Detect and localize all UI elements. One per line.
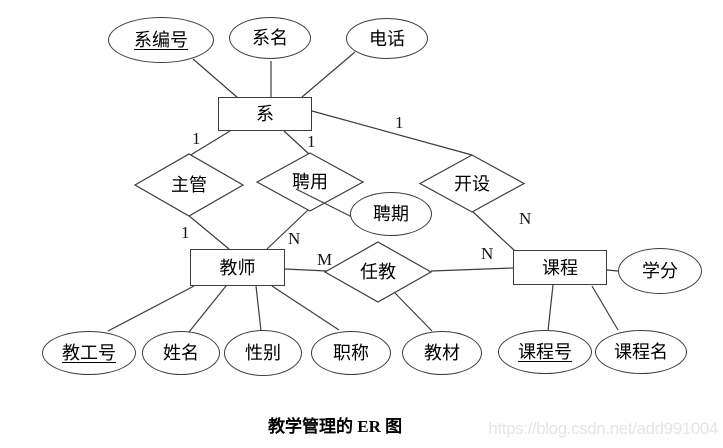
cardinality-label: N <box>481 244 494 263</box>
connector-line-teacher-name <box>188 285 227 333</box>
attribute-hire-period: 聘期 <box>350 192 432 236</box>
entity-teacher: 教师 <box>190 249 285 286</box>
attribute-course-id: 课程号 <box>498 330 592 374</box>
attribute-teacher-id: 教工号 <box>42 331 136 375</box>
connector-line-dept-offers <box>311 110 473 156</box>
attribute-credit: 学分 <box>618 248 702 294</box>
connector-line-teacher-teacherid <box>107 285 195 332</box>
attribute-title-label: 职称 <box>333 343 369 363</box>
attribute-name-label: 姓名 <box>163 343 199 363</box>
entity-course-label: 课程 <box>542 257 578 278</box>
diamond-shape <box>418 154 526 213</box>
diagram-caption: 教学管理的 ER 图 <box>268 417 403 436</box>
connector-line-course-credit <box>606 269 619 272</box>
attribute-gender-label: 性别 <box>245 343 281 363</box>
cardinality-label: 1 <box>395 113 404 132</box>
relationship-hires: 聘用 <box>255 152 365 212</box>
connector-line-offers-course <box>471 210 516 252</box>
attribute-phone-label: 电话 <box>369 28 405 49</box>
attribute-title: 职称 <box>311 331 391 375</box>
connector-line-teacher-gender <box>255 285 262 332</box>
cardinality-label: M <box>317 250 333 269</box>
attribute-course-name: 课程名 <box>595 330 687 374</box>
cardinality-label: 1 <box>192 129 201 148</box>
connector-line-phone-dept <box>301 51 356 98</box>
attribute-dept-id-label: 系编号 <box>134 30 188 50</box>
cardinality-label: 1 <box>307 132 316 151</box>
attribute-dept-id: 系编号 <box>108 17 214 63</box>
attribute-dept-name: 系名 <box>229 17 311 59</box>
relationship-hires-label: 聘用 <box>292 172 328 192</box>
entity-department: 系 <box>218 97 312 131</box>
connector-line-deptid-dept <box>192 58 239 99</box>
entity-course: 课程 <box>513 250 607 285</box>
connector-line-course-courseid <box>547 284 554 332</box>
attribute-gender: 性别 <box>224 330 302 376</box>
connector-line-dept-hires <box>283 130 310 155</box>
connector-line-manages-teacher <box>187 214 230 250</box>
relationship-teaches-label: 任教 <box>360 262 396 282</box>
cardinality-label: 1 <box>181 223 190 242</box>
attribute-textbook-label: 教材 <box>424 343 460 363</box>
connector-line-course-coursename <box>591 285 619 331</box>
relationship-offers: 开设 <box>418 154 526 213</box>
attribute-name: 姓名 <box>142 331 220 375</box>
attribute-credit-label: 学分 <box>642 261 678 281</box>
watermark-text: https://blog.csdn.net/add991004 <box>488 419 718 438</box>
diamond-shape <box>323 241 433 303</box>
attribute-course-id-label: 课程号 <box>518 342 572 362</box>
connector-line-teacher-teaches <box>284 268 328 272</box>
relationship-manages-label: 主管 <box>171 175 207 195</box>
attribute-hire-period-label: 聘期 <box>373 204 409 224</box>
connector-line-teaches-course <box>430 267 514 272</box>
entity-teacher-label: 教师 <box>219 257 256 278</box>
cardinality-label: N <box>288 229 301 248</box>
attribute-dept-name-label: 系名 <box>252 28 288 48</box>
attribute-teacher-id-label: 教工号 <box>62 343 116 363</box>
relationship-manages: 主管 <box>133 153 245 217</box>
relationship-offers-label: 开设 <box>454 173 490 194</box>
relationship-teaches: 任教 <box>323 241 433 303</box>
attribute-course-name-label: 课程名 <box>614 342 668 362</box>
entity-department-label: 系 <box>256 104 274 124</box>
attribute-phone: 电话 <box>346 18 428 59</box>
diamond-shape <box>133 153 245 217</box>
attribute-textbook: 教材 <box>402 331 482 375</box>
cardinality-label: N <box>519 209 532 228</box>
